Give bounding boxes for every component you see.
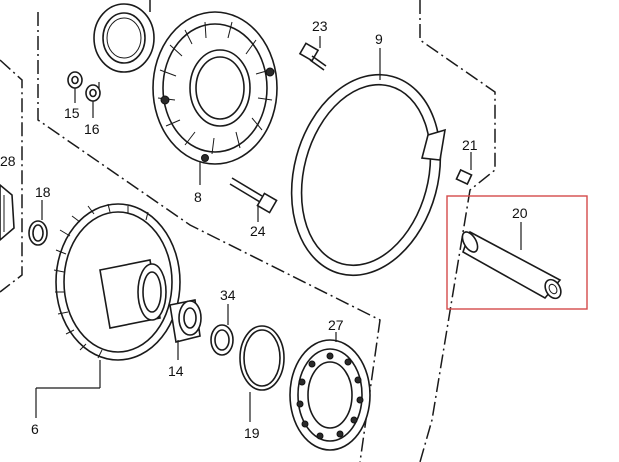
bolt-24 xyxy=(229,177,278,222)
oring-18 xyxy=(28,200,48,246)
bearing-28-partial xyxy=(0,183,15,242)
pin-20 xyxy=(446,195,588,310)
callout-label: 21 xyxy=(462,137,478,153)
bolt-21 xyxy=(455,152,473,186)
boundary-lines xyxy=(0,0,496,462)
callout-label: 24 xyxy=(250,223,266,239)
callout-label: 9 xyxy=(375,31,383,47)
bushing-14 xyxy=(169,299,202,360)
callout-labels: 6 8 9 14 15 16 18 19 20 21 23 24 27 28 3… xyxy=(0,18,528,441)
bolt-23 xyxy=(298,36,327,71)
callout-label: 19 xyxy=(244,425,260,441)
stator-plate xyxy=(152,11,278,185)
callout-label: 34 xyxy=(220,287,236,303)
callout-label: 18 xyxy=(35,184,51,200)
washer-34 xyxy=(210,304,234,356)
drive-gear xyxy=(35,203,181,418)
snap-ring-19 xyxy=(239,325,285,422)
callout-label: 27 xyxy=(328,317,344,333)
callout-label: 6 xyxy=(31,421,39,437)
brake-ring xyxy=(290,48,446,277)
callout-label: 8 xyxy=(194,189,202,205)
callout-label: 15 xyxy=(64,105,80,121)
callout-label: 16 xyxy=(84,121,100,137)
nut-and-washer xyxy=(67,71,101,118)
callout-label: 14 xyxy=(168,363,184,379)
large-seal xyxy=(93,3,155,92)
callout-label: 20 xyxy=(512,205,528,221)
callout-label: 28 xyxy=(0,153,16,169)
bearing-27 xyxy=(289,332,371,451)
callout-label: 23 xyxy=(312,18,328,34)
